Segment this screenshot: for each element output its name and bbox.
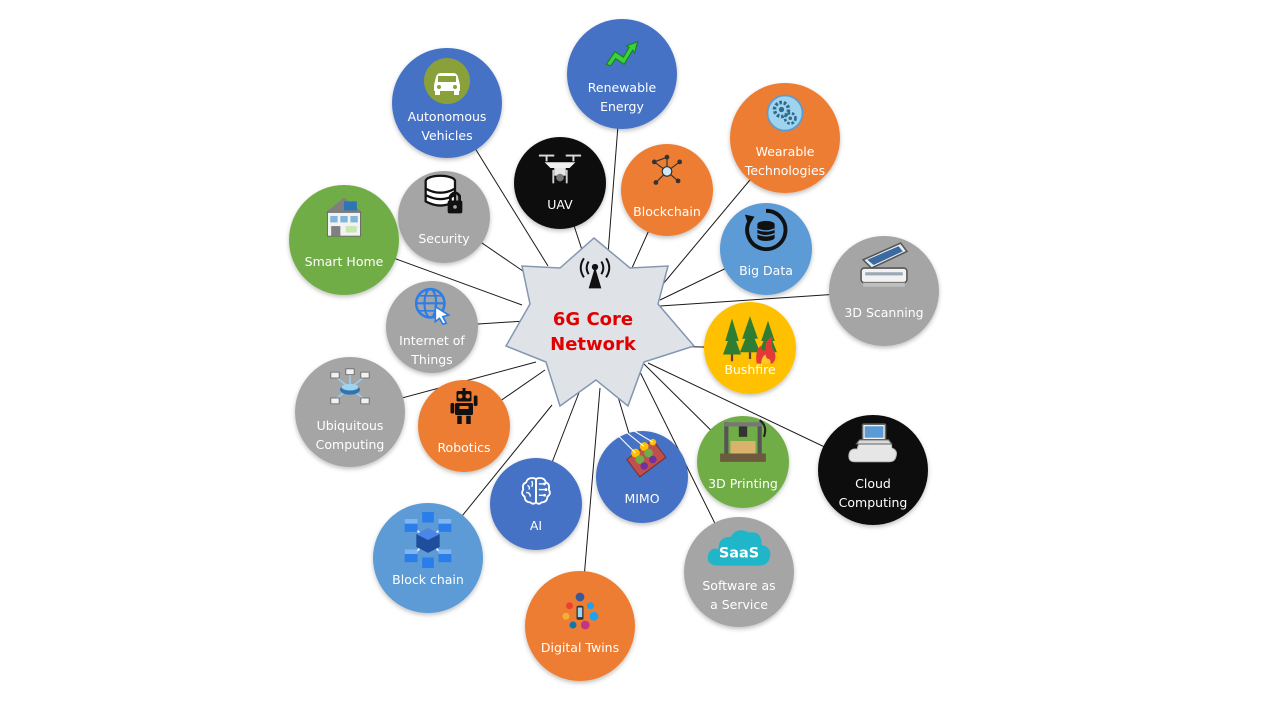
printer-3d-icon	[719, 419, 767, 463]
gears-icon	[765, 93, 805, 133]
node-label: Block chain	[392, 572, 464, 587]
node-circle	[684, 517, 794, 627]
node-label: Digital Twins	[541, 640, 619, 655]
node-label: Computing	[839, 495, 908, 510]
node-3d-printing: 3D Printing	[697, 416, 789, 508]
node-uav: UAV	[514, 137, 606, 229]
node-label: Internet of	[399, 333, 465, 348]
node-label: UAV	[547, 197, 573, 212]
node-label: Big Data	[739, 263, 793, 278]
node-bushfire: Bushfire	[704, 302, 796, 394]
node-circle	[818, 415, 928, 525]
node-label: Bushfire	[724, 362, 776, 377]
node-label: 3D Scanning	[844, 305, 923, 320]
car-icon	[424, 58, 470, 104]
node-3d-scanning: 3D Scanning	[829, 236, 939, 346]
node-label: Computing	[316, 437, 385, 452]
node-circle	[829, 236, 939, 346]
node-circle	[596, 431, 688, 523]
node-circle	[418, 380, 510, 472]
node-security: Security	[398, 171, 490, 263]
node-robotics: Robotics	[418, 380, 510, 472]
node-label: Autonomous	[408, 109, 487, 124]
node-label: Technologies	[744, 163, 825, 178]
node-circle	[730, 83, 840, 193]
node-label: Software as	[702, 578, 775, 593]
node-label: Wearable	[756, 144, 815, 159]
node-big-data: Big Data	[720, 203, 812, 295]
node-label: Smart Home	[305, 254, 384, 269]
node-label: 3D Printing	[708, 476, 778, 491]
node-circle	[567, 19, 677, 129]
node-internet-of-things: Internet of Things	[386, 281, 478, 373]
node-smart-home: Smart Home	[289, 185, 399, 295]
node-label: Ubiquitous	[317, 418, 384, 433]
core-title-line1: 6G Core	[553, 309, 633, 330]
node-label: Things	[410, 352, 452, 367]
node-digital-twins: Digital Twins	[525, 571, 635, 681]
node-circle	[289, 185, 399, 295]
node-label: MIMO	[624, 491, 659, 506]
node-ai: AI	[490, 458, 582, 550]
node-block-chain: Block chain	[373, 503, 483, 613]
node-software-as-a-service: Software as a Service	[684, 517, 794, 627]
node-label: Energy	[600, 99, 644, 114]
node-mimo: MIMO	[596, 428, 688, 523]
node-label: Security	[418, 231, 470, 246]
node-label: Robotics	[437, 440, 490, 455]
core-network-shape	[504, 237, 696, 408]
node-circle	[398, 171, 490, 263]
node-circle	[697, 416, 789, 508]
node-circle	[621, 144, 713, 236]
node-blockchain: Blockchain	[621, 144, 713, 236]
node-label: Blockchain	[633, 204, 701, 219]
core-title-line2: Network	[550, 334, 637, 355]
node-label: a Service	[710, 597, 768, 612]
node-label: AI	[530, 518, 542, 533]
node-label: Cloud	[855, 476, 891, 491]
node-circle	[525, 571, 635, 681]
node-circle	[490, 458, 582, 550]
node-circle	[295, 357, 405, 467]
node-circle	[386, 281, 478, 373]
node-circle	[514, 137, 606, 229]
node-label: Renewable	[588, 80, 657, 95]
node-label: Vehicles	[421, 128, 472, 143]
